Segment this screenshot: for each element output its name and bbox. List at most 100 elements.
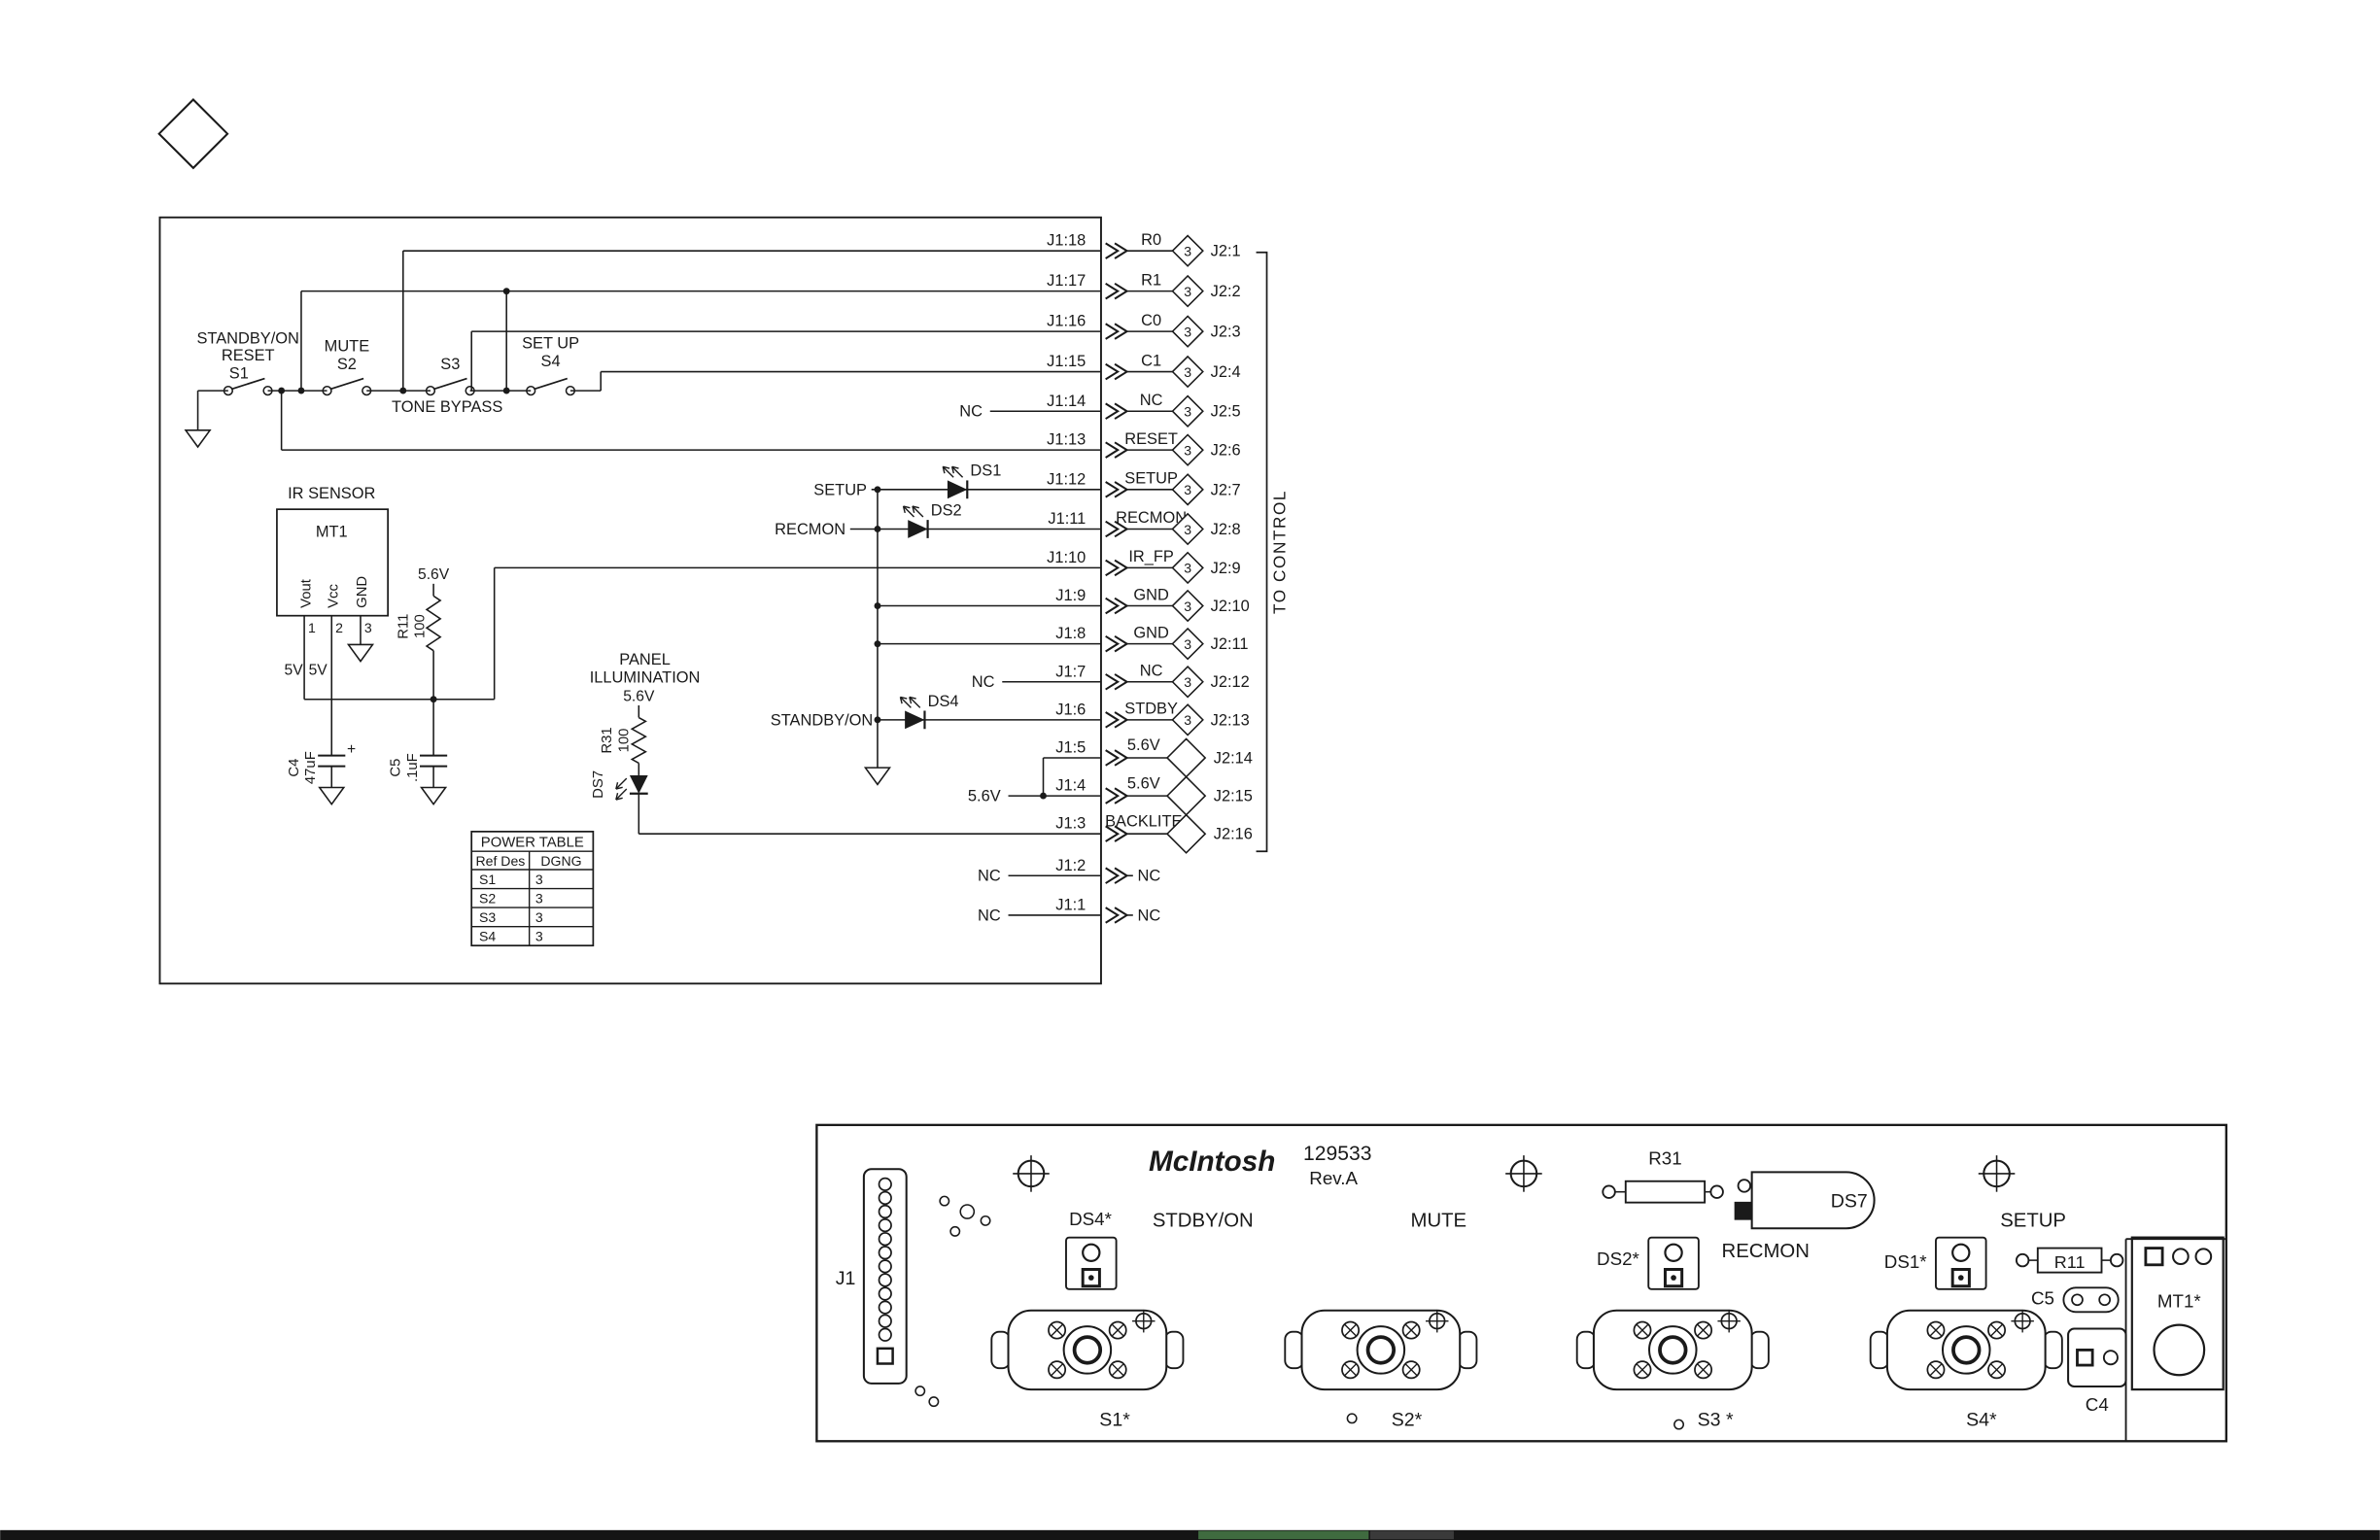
- c4-ref: C4: [2086, 1394, 2109, 1415]
- j1-hole: [878, 1286, 892, 1301]
- j2-pin-label: J2:13: [1211, 711, 1250, 729]
- led-arrow: [615, 786, 623, 790]
- led-ref: DS2: [931, 501, 962, 519]
- led-arrow: [950, 466, 955, 474]
- net-diamond: [1171, 274, 1204, 308]
- j2-pin-label: J2:10: [1211, 598, 1250, 615]
- ir-dome: [2153, 1323, 2206, 1377]
- j2-pin-label: J2:2: [1211, 283, 1241, 300]
- pin-label: Vcc: [327, 584, 342, 608]
- table-cell: 3: [535, 890, 543, 906]
- junction-dot: [874, 526, 881, 532]
- j1-pin-label: J1:16: [1047, 313, 1086, 330]
- cap-value: 47uF: [303, 751, 319, 784]
- button-pin: [1694, 1360, 1713, 1380]
- signal-label: C1: [1141, 352, 1161, 369]
- led-arrow: [909, 696, 916, 700]
- switch-s2: [322, 377, 372, 396]
- switch-pad: [465, 385, 475, 396]
- led-arrow: [912, 505, 919, 509]
- led-ground-chain: [863, 486, 892, 786]
- ds7-body: [1750, 1171, 1876, 1230]
- net-diamond: [1171, 665, 1204, 699]
- switch-ref: S2: [337, 356, 357, 373]
- junction-dot: [502, 288, 510, 295]
- net-label: STANDBY/ON: [771, 711, 873, 729]
- ir-sensor-ref: MT1: [316, 523, 348, 540]
- led-arrow: [903, 505, 915, 518]
- net-label: NC: [959, 403, 983, 421]
- j1-hole: [878, 1246, 892, 1260]
- bottom-bar: [0, 1529, 2380, 1540]
- button-pin: [1108, 1360, 1127, 1380]
- switch-pad: [262, 385, 273, 396]
- button-pin: [1048, 1320, 1067, 1340]
- mcintosh-logo: McIntosh: [1149, 1146, 1275, 1178]
- button-plunger: [1365, 1335, 1397, 1365]
- led-ref: DS4: [928, 693, 959, 710]
- j1-pin-label: J1:17: [1047, 272, 1086, 290]
- connector-chevron: [1105, 825, 1121, 842]
- led-pad-dot: [1957, 1275, 1964, 1281]
- led-arrow: [912, 505, 915, 514]
- section-title: ILLUMINATION: [590, 669, 701, 687]
- button-pin: [1633, 1360, 1652, 1380]
- pin-cross: [1697, 1323, 1710, 1337]
- button-ear: [1284, 1330, 1305, 1370]
- net-diamond: [1171, 551, 1204, 585]
- button-cap: [1648, 1325, 1698, 1375]
- j1-hole: [878, 1300, 892, 1315]
- pin-cross: [1636, 1363, 1649, 1377]
- signal-label: NC: [1138, 868, 1161, 885]
- j1-hole: [878, 1190, 892, 1206]
- switch-pad: [565, 385, 576, 396]
- led-arrow: [943, 465, 950, 469]
- ir-sensor-title: IR SENSOR: [288, 485, 375, 502]
- recmon-label: RECMON: [1722, 1241, 1810, 1262]
- junction-dot: [874, 602, 881, 609]
- j1-pin-label: J1:10: [1047, 549, 1086, 566]
- led-arrow: [899, 697, 903, 704]
- table-title: POWER TABLE: [481, 836, 584, 851]
- led-pad-square: [1950, 1268, 1971, 1288]
- table-cell: 3: [535, 909, 543, 925]
- to-control-bracket: TO CONTROL: [1256, 251, 1289, 853]
- j1-pin-label: J1:1: [1055, 896, 1086, 913]
- j2-pin-label: J2:14: [1214, 749, 1253, 767]
- signal-label: C0: [1141, 312, 1161, 329]
- led-arrow: [615, 782, 619, 790]
- junction-dot: [297, 387, 305, 394]
- bracket-line: [1256, 251, 1268, 853]
- button-pin: [1341, 1320, 1361, 1340]
- switch-label: TONE BYPASS: [392, 398, 502, 416]
- pin-label: GND: [355, 576, 370, 608]
- button-ref: S1*: [1099, 1410, 1130, 1431]
- j1-pin-label: J1:9: [1055, 587, 1086, 604]
- r11-ref: R11: [2054, 1252, 2086, 1272]
- net-diamond: [1165, 813, 1207, 854]
- j1-pin-label: J1:13: [1047, 431, 1086, 449]
- net-diamond: [1171, 234, 1204, 267]
- setup-label: SETUP: [2000, 1211, 2066, 1232]
- ds7-ref: DS7: [1831, 1190, 1868, 1212]
- pad: [2109, 1252, 2124, 1268]
- net-badge: 3: [1184, 284, 1191, 299]
- c4-footprint: C4: [2067, 1327, 2127, 1415]
- connector-chevron: [1105, 559, 1121, 577]
- revision-diamond: [157, 98, 229, 170]
- table-cell: S1: [479, 872, 496, 887]
- ground-symbol: [863, 767, 892, 786]
- signal-label: R0: [1141, 231, 1161, 249]
- connector-chevron: [1105, 634, 1121, 653]
- revision-diamond-shape: [157, 98, 229, 170]
- fiducial-crosshair-icon: [1013, 1155, 1050, 1192]
- ground-symbol: [184, 429, 212, 449]
- switch-ref: S3: [440, 356, 460, 373]
- net-diamond: [1171, 433, 1204, 466]
- connector-chevron: [1105, 323, 1121, 340]
